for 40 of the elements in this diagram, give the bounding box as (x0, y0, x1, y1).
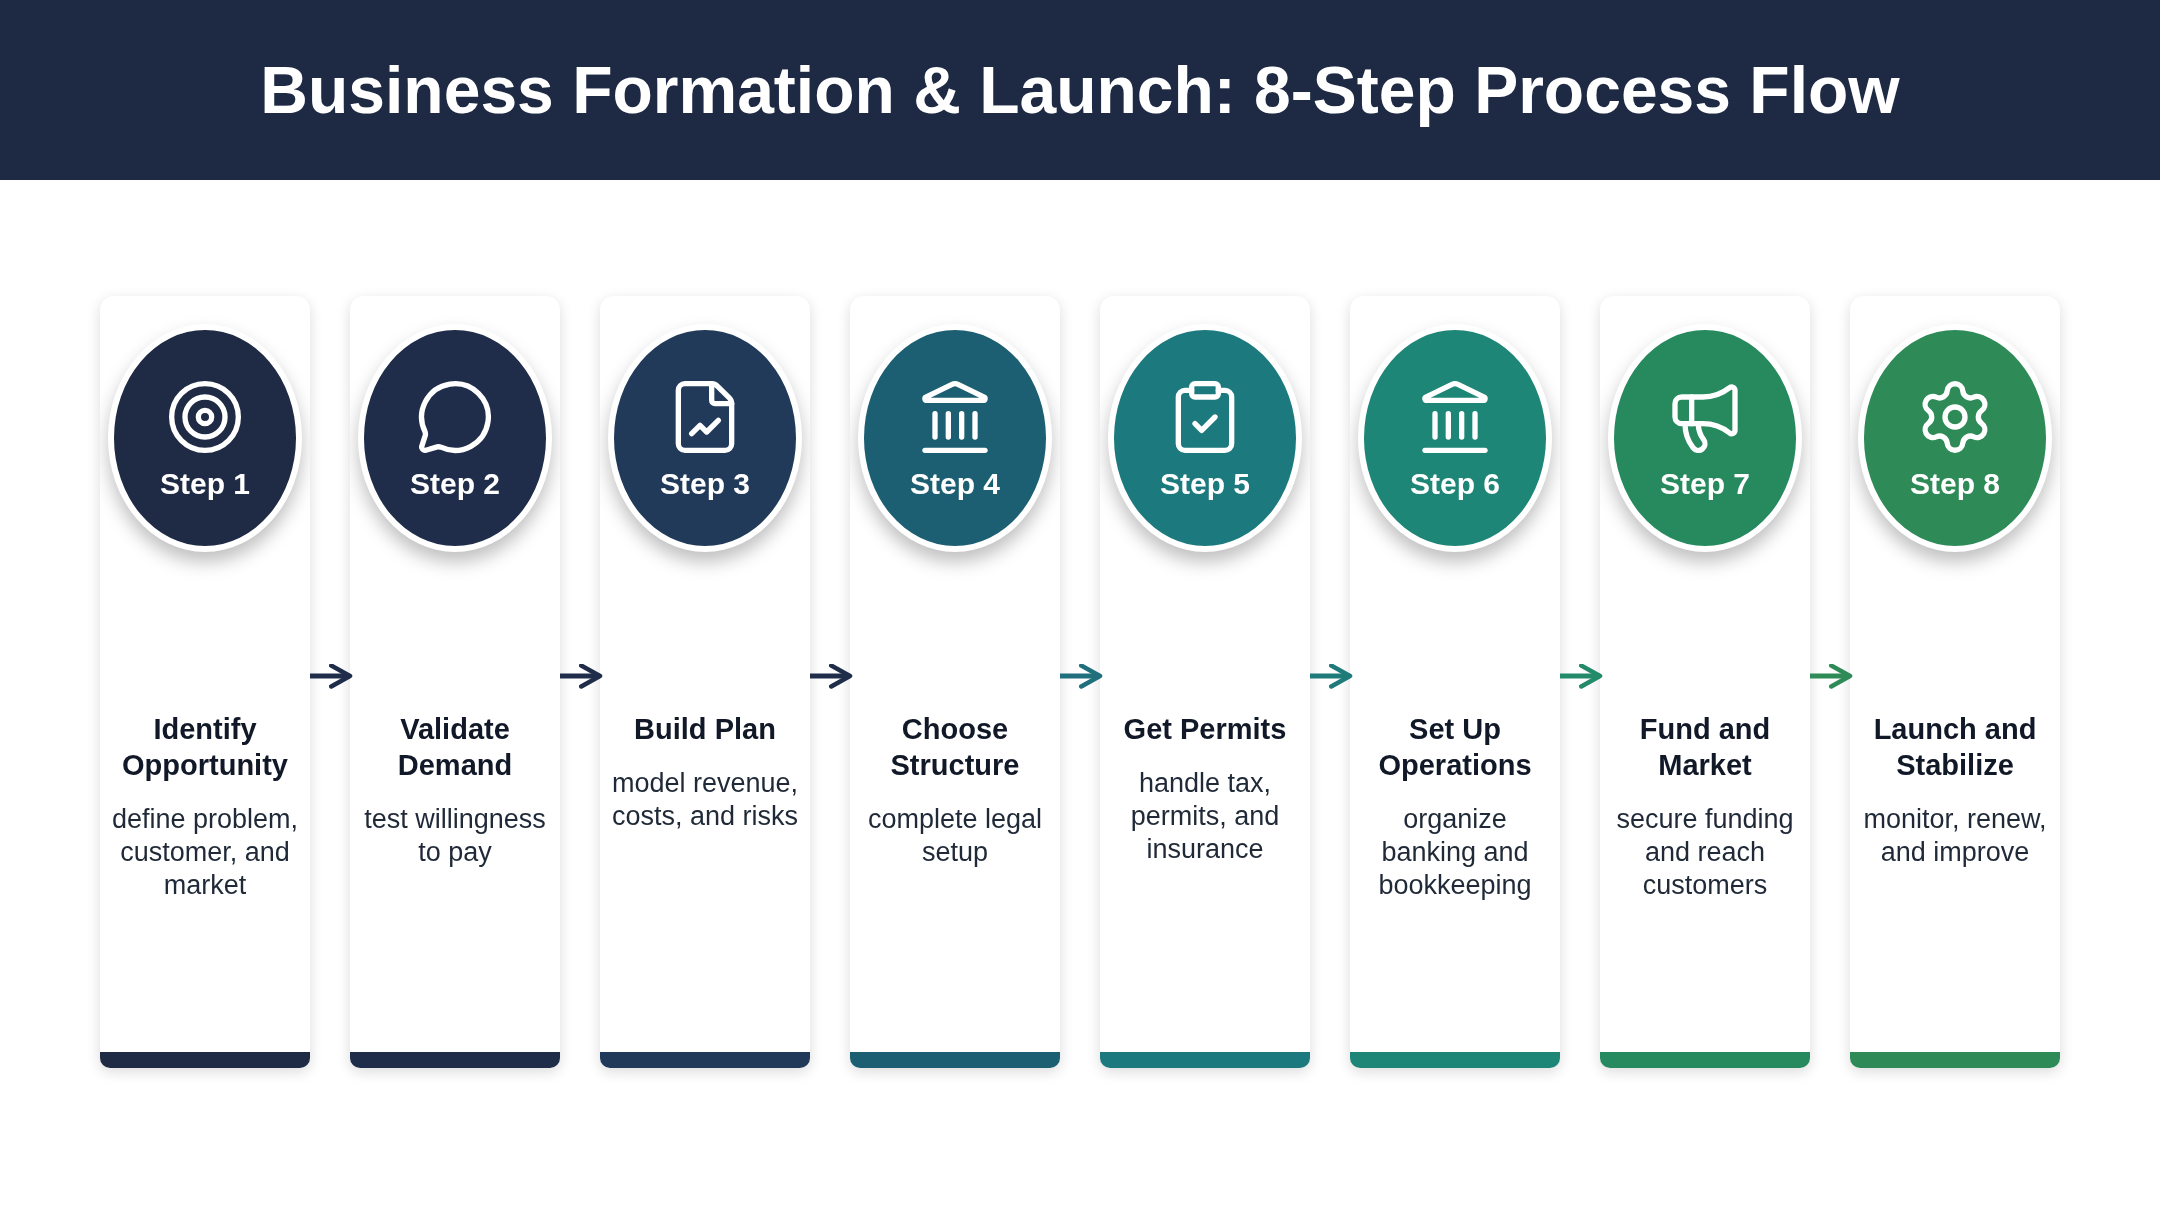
arrow (1060, 663, 1103, 689)
step-number: Step 5 (1160, 469, 1250, 499)
step-card (850, 296, 1060, 1068)
step-number: Step 3 (660, 469, 750, 499)
step-number: Step 6 (1410, 469, 1500, 499)
arrow (1810, 663, 1853, 689)
step-number: Step 2 (410, 469, 500, 499)
step-description: secure funding and reach customers (1615, 803, 1795, 902)
arrow (560, 663, 603, 689)
step-title: Set Up Operations (1377, 712, 1533, 783)
arrow (1560, 663, 1603, 689)
step-title: Choose Structure (889, 712, 1021, 783)
step-card (1350, 296, 1560, 1068)
step-title: Fund and Market (1638, 712, 1772, 783)
arrow (810, 663, 853, 689)
arrow (1310, 663, 1353, 689)
step-card (1850, 296, 2060, 1068)
step-description: organize banking and bookkeeping (1377, 803, 1533, 902)
step-number: Step 4 (910, 469, 1000, 499)
step-number: Step 7 (1660, 469, 1750, 499)
step-card (1100, 296, 1310, 1068)
step-title: Identify Opportunity (121, 712, 289, 783)
step-number: Step 1 (160, 469, 250, 499)
step-card (1600, 296, 1810, 1068)
step-card (600, 296, 810, 1068)
step-title: Launch and Stabilize (1872, 712, 2038, 783)
step-number: Step 8 (1910, 469, 2000, 499)
step-description: test willingness to pay (363, 803, 547, 869)
step-description: handle tax, permits, and insurance (1129, 767, 1281, 866)
step-card (100, 296, 310, 1068)
step-title: Validate Demand (396, 712, 514, 783)
step-description: monitor, renew, and improve (1862, 803, 2048, 869)
step-description: model revenue, costs, and risks (610, 767, 800, 833)
step-description: define problem, customer, and market (110, 803, 300, 902)
step-title: Get Permits (1123, 712, 1287, 747)
step-card (350, 296, 560, 1068)
step-title: Build Plan (634, 712, 776, 747)
step-description: complete legal setup (866, 803, 1044, 869)
arrow (310, 663, 353, 689)
title: Business Formation & Launch: 8-Step Process Flow (259, 52, 1901, 129)
